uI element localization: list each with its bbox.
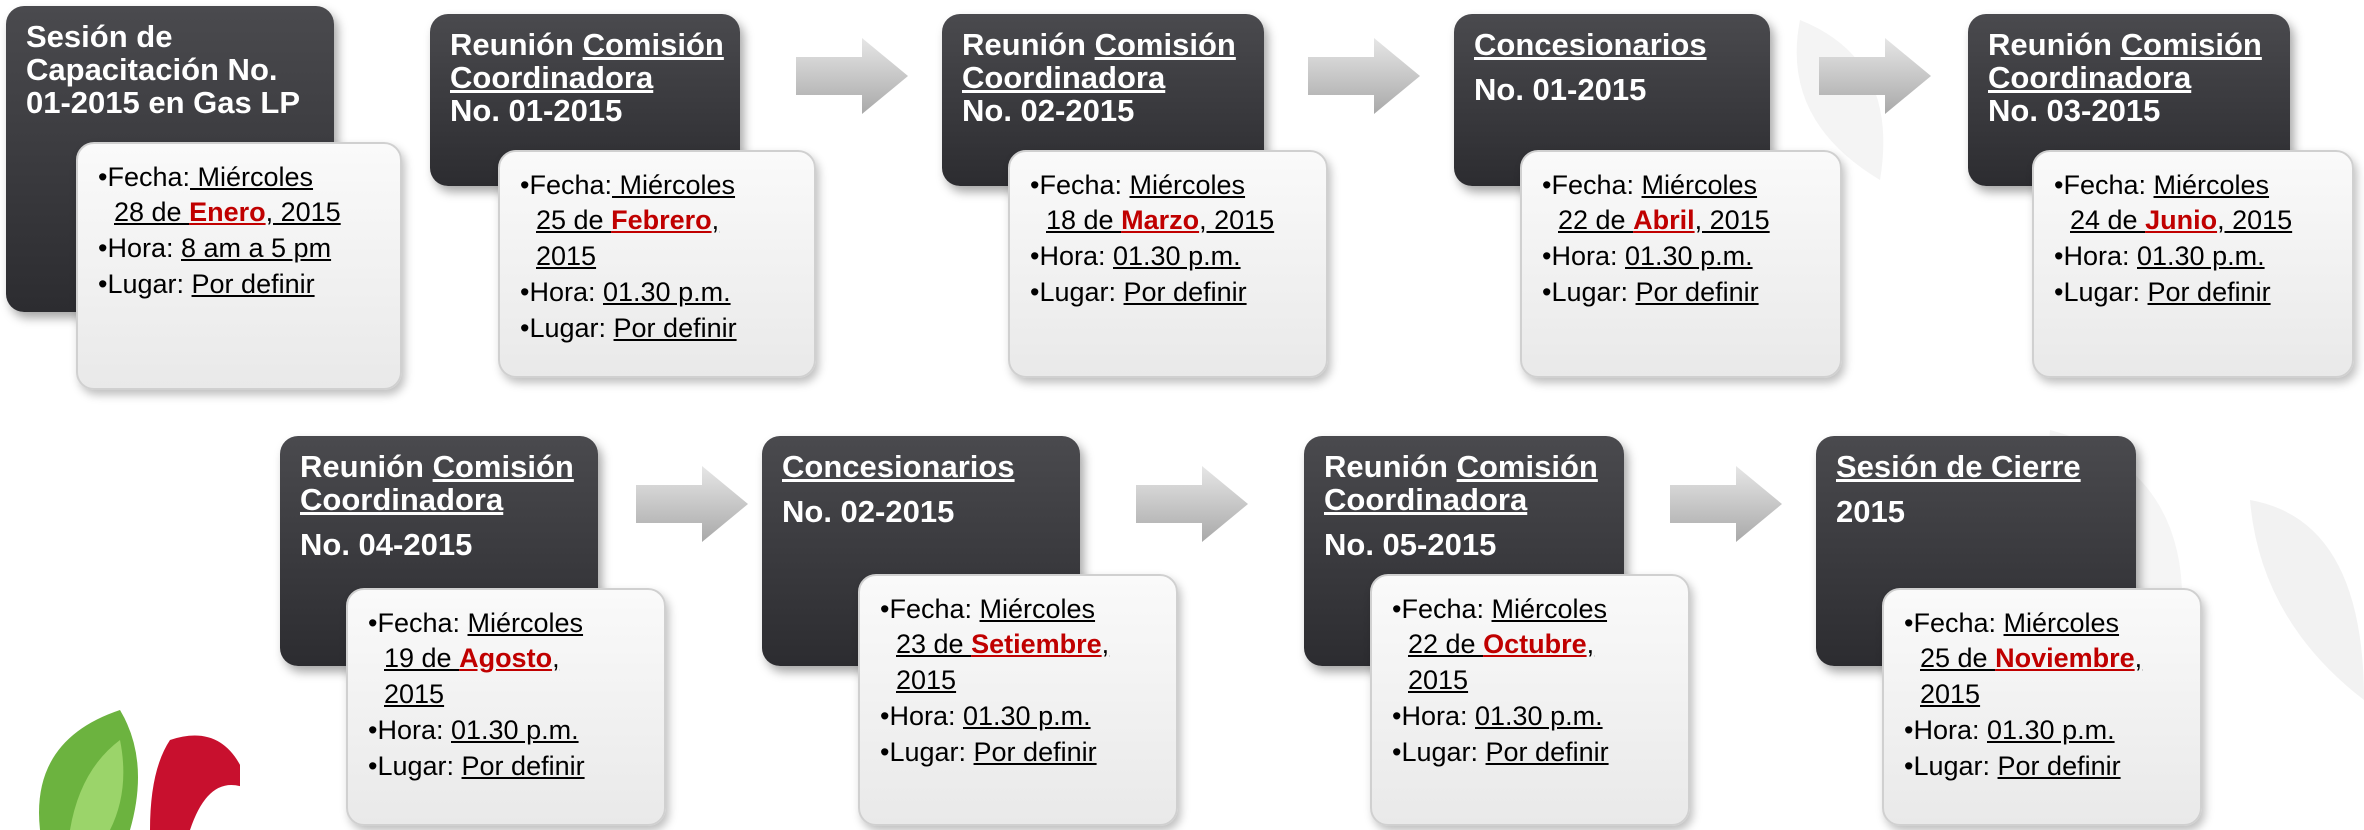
header-line: 01-2015 en Gas LP [26,85,300,120]
lugar-row: •Lugar: Por definir [2054,277,2271,307]
lugar-row: •Lugar: Por definir [1904,751,2121,781]
hora-row: •Hora: 01.30 p.m. [1392,701,1603,731]
header-line: Reunión Comisión [450,27,724,62]
fecha-row: •Fecha: Miércoles [1392,594,1608,624]
fecha-date: 19 de Agosto, [384,643,560,673]
fecha-date: 22 de Octubre, [1408,629,1595,659]
fecha-date: 25 de Febrero, [536,205,720,235]
lugar-row: •Lugar: Por definir [880,737,1097,767]
month-label: Octubre [1483,629,1587,659]
fecha-row: •Fecha: Miércoles [1542,170,1758,200]
event-details-box: •Fecha: Miércoles 25 de Noviembre, 2015 … [1882,588,2202,826]
lugar-row: •Lugar: Por definir [520,313,737,343]
header-line: No. 02-2015 [782,494,955,529]
header-line: Coordinadora [450,60,654,95]
fecha-date: 28 de Enero, 2015 [114,197,341,227]
header-line: Capacitación No. [26,52,278,87]
arrow-right-icon [1136,466,1248,542]
header-line: 2015 [1836,494,1905,529]
hora-row: •Hora: 8 am a 5 pm [98,233,332,263]
header-line: Coordinadora [1324,482,1528,517]
hora-row: •Hora: 01.30 p.m. [2054,241,2265,271]
month-label: Noviembre [1995,643,2135,673]
fecha-row: •Fecha: Miércoles [1030,170,1246,200]
fecha-date: 22 de Abril, 2015 [1558,205,1770,235]
arrow-right-icon [1670,466,1782,542]
event-header-comision-01: Reunión Comisión Coordinadora No. 01-201… [430,14,740,186]
event-details-box: •Fecha: Miércoles 22 de Octubre, 2015 •H… [1370,574,1690,826]
month-label: Abril [1633,205,1695,235]
header-line: Concesionarios [782,449,1015,484]
fecha-year: 2015 [1920,679,1981,709]
header-line: Concesionarios [1474,27,1707,62]
event-details-box: •Fecha: Miércoles 24 de Junio, 2015 •Hor… [2032,150,2354,378]
fecha-date: 18 de Marzo, 2015 [1046,205,1275,235]
fecha-date: 24 de Junio, 2015 [2070,205,2293,235]
hora-row: •Hora: 01.30 p.m. [1030,241,1241,271]
event-details-box: •Fecha: Miércoles 19 de Agosto, 2015 •Ho… [346,588,666,826]
header-line: Sesión de Cierre [1836,449,2081,484]
month-label: Enero [189,197,266,227]
month-label: Marzo [1121,205,1200,235]
lugar-row: •Lugar: Por definir [1542,277,1759,307]
header-line: No. 05-2015 [1324,527,1497,562]
fecha-year: 2015 [536,241,597,271]
month-label: Setiembre [971,629,1102,659]
header-line: No. 04-2015 [300,527,473,562]
fecha-row: •Fecha: Miércoles [98,162,314,192]
header-line: Coordinadora [1988,60,2192,95]
fecha-row: •Fecha: Miércoles [2054,170,2270,200]
header-line: No. 02-2015 [962,93,1135,128]
lugar-row: •Lugar: Por definir [98,269,315,299]
event-details-box: •Fecha: Miércoles 25 de Febrero, 2015 •H… [498,150,816,378]
header-line: No. 03-2015 [1988,93,2161,128]
fecha-row: •Fecha: Miércoles [520,170,736,200]
fecha-row: •Fecha: Miércoles [368,608,584,638]
hora-row: •Hora: 01.30 p.m. [368,715,579,745]
event-details-box: •Fecha: Miércoles 18 de Marzo, 2015 •Hor… [1008,150,1328,378]
month-label: Agosto [459,643,553,673]
fecha-row: •Fecha: Miércoles [1904,608,2120,638]
arrow-right-icon [1308,38,1420,114]
header-line: No. 01-2015 [450,93,623,128]
hora-row: •Hora: 01.30 p.m. [880,701,1091,731]
month-label: Febrero [611,205,712,235]
arrow-right-icon [796,38,908,114]
fecha-date: 23 de Setiembre, [896,629,1110,659]
hora-row: •Hora: 01.30 p.m. [1542,241,1753,271]
fecha-date: 25 de Noviembre, [1920,643,2143,673]
lugar-row: •Lugar: Por definir [1030,277,1247,307]
header-line: Sesión de [26,19,173,54]
header-line: No. 01-2015 [1474,72,1647,107]
fecha-year: 2015 [1408,665,1469,695]
header-line: Reunión Comisión [1988,27,2262,62]
hora-row: •Hora: 01.30 p.m. [1904,715,2115,745]
event-details-box: •Fecha: Miércoles 22 de Abril, 2015 •Hor… [1520,150,1842,378]
fecha-year: 2015 [384,679,445,709]
event-details-box: •Fecha: Miércoles 23 de Setiembre, 2015 … [858,574,1178,826]
hora-row: •Hora: 01.30 p.m. [520,277,731,307]
month-label: Junio [2145,205,2218,235]
event-header-concesionarios-01: Concesionarios No. 01-2015 [1454,14,1770,186]
lugar-row: •Lugar: Por definir [1392,737,1609,767]
fecha-row: •Fecha: Miércoles [880,594,1096,624]
header-line: Reunión Comisión [962,27,1236,62]
header-line: Reunión Comisión [1324,449,1598,484]
fecha-year: 2015 [896,665,957,695]
arrow-right-icon [1819,38,1931,114]
header-line: Coordinadora [300,482,504,517]
lugar-row: •Lugar: Por definir [368,751,585,781]
logo-icon [39,710,240,830]
header-line: Coordinadora [962,60,1166,95]
arrow-right-icon [636,466,748,542]
event-details-box: •Fecha: Miércoles 28 de Enero, 2015 •Hor… [76,142,402,390]
header-line: Reunión Comisión [300,449,574,484]
